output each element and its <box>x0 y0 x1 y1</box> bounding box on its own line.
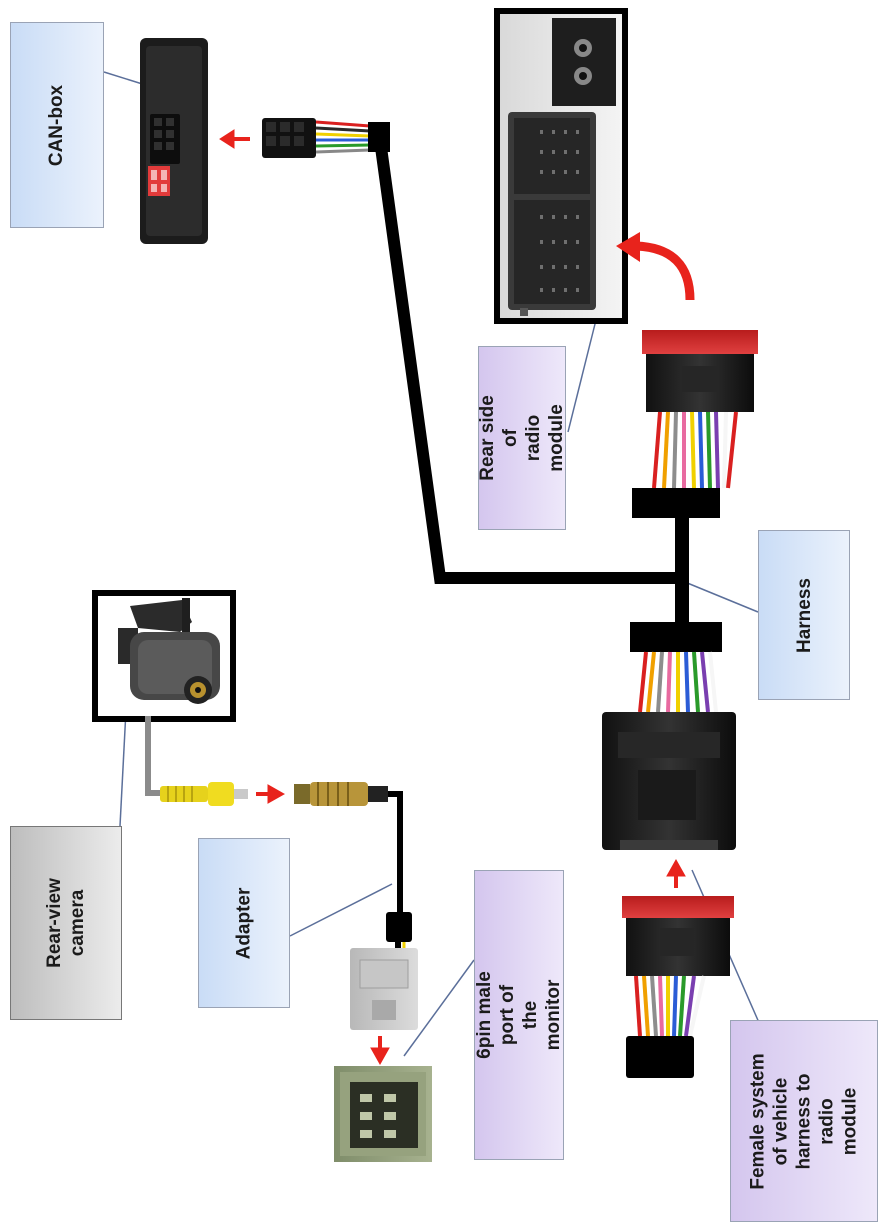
arrow-rca-to-adapter <box>256 784 286 804</box>
harness-connector-top <box>632 330 758 518</box>
arrow-to-harness <box>666 858 686 888</box>
can-box-label-text: CAN-box <box>46 84 68 166</box>
arrow-to-radio-module <box>616 232 695 301</box>
adapter-label: Adapter <box>198 838 290 1008</box>
arrow-to-can-box <box>219 129 250 149</box>
radio-module-rear-label-text: Rear side of radio module <box>477 395 567 481</box>
six-pin-port-label: 6pin male port of the monitor <box>474 870 564 1160</box>
harness-connector-middle <box>602 622 736 850</box>
six-pin-port-label-text: 6pin male port of the monitor <box>474 971 564 1059</box>
camera-cable-rca <box>145 716 248 806</box>
can-box-label: CAN-box <box>10 22 104 228</box>
harness-label: Harness <box>758 530 850 700</box>
main-cable <box>373 133 689 637</box>
female-vehicle-connector <box>622 896 734 1078</box>
female-system-label: Female system of vehicle harness to radi… <box>730 1020 878 1222</box>
six-pin-monitor-port <box>334 1066 432 1162</box>
harness-label-text: Harness <box>793 577 815 653</box>
female-system-label-text: Female system of vehicle harness to radi… <box>747 1052 861 1190</box>
rear-view-camera <box>92 590 236 722</box>
arrow-to-monitor-port <box>370 1036 390 1066</box>
can-box-device <box>140 38 208 244</box>
rear-view-camera-label-text: Rear-view camera <box>44 878 88 968</box>
radio-module-rear-label: Rear side of radio module <box>477 346 567 530</box>
radio-module-rear <box>494 8 628 324</box>
adapter <box>294 782 418 1030</box>
can-box-plug <box>262 118 390 158</box>
adapter-label-text: Adapter <box>233 887 255 959</box>
rear-view-camera-label: Rear-view camera <box>10 826 122 1020</box>
